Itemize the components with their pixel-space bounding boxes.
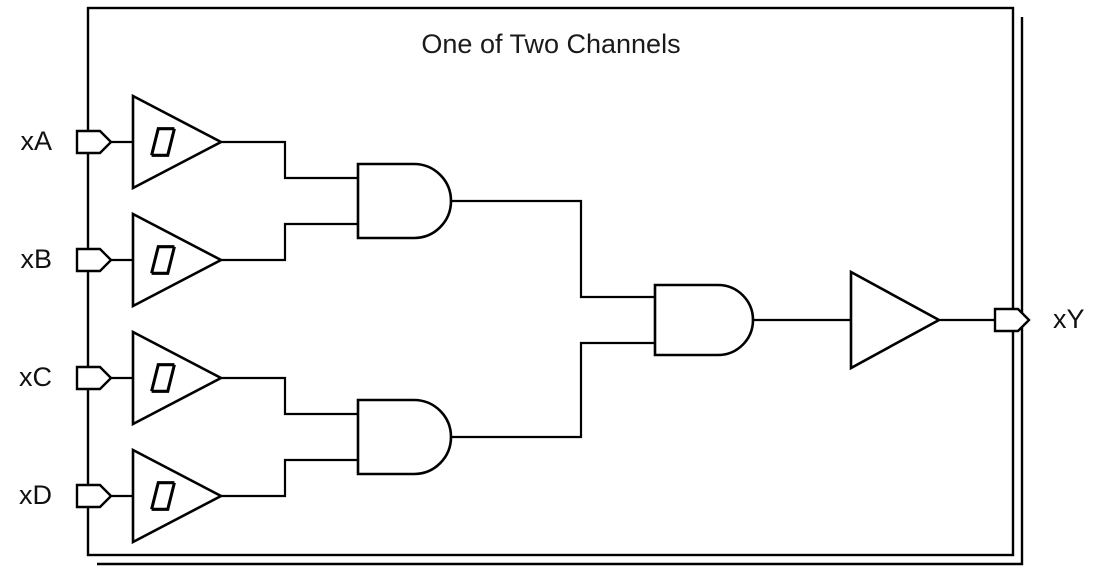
buffer-triangle: [131, 447, 224, 545]
and-gate-cd[interactable]: [356, 398, 453, 476]
schmitt-buffer-d[interactable]: [131, 447, 224, 545]
input-pin-xc[interactable]: xC: [19, 362, 113, 392]
wire-buffer-c-to-and-cd: [219, 376, 360, 416]
input-label-xc: xC: [19, 362, 52, 392]
and-gate-final[interactable]: [653, 283, 755, 357]
and-gate-ab[interactable]: [356, 162, 453, 240]
pin-arrow-icon: [993, 307, 1031, 333]
and-gate-body: [356, 398, 453, 476]
wire-and-cd-to-and-final: [449, 341, 657, 439]
input-pin-xb[interactable]: xB: [20, 244, 113, 274]
diagram-title: One of Two Channels: [421, 29, 680, 59]
package-body: [86, 6, 1015, 557]
buffer-triangle: [131, 329, 224, 427]
wire-buffer-a-to-and-ab: [219, 140, 360, 180]
input-pin-xd[interactable]: xD: [19, 480, 113, 510]
schmitt-buffer-a[interactable]: [131, 93, 224, 191]
pin-arrow-icon: [75, 365, 113, 391]
wire-and-ab-to-and-final: [449, 199, 657, 299]
pin-arrow-icon: [75, 483, 113, 509]
input-pin-xa[interactable]: xA: [20, 126, 113, 156]
output-label-xy: xY: [1053, 304, 1085, 334]
input-label-xd: xD: [19, 480, 52, 510]
and-gate-body: [356, 162, 453, 240]
input-label-xb: xB: [20, 244, 52, 274]
schmitt-buffer-b[interactable]: [131, 211, 224, 309]
input-label-xa: xA: [20, 126, 52, 156]
package-shadow: [97, 17, 1024, 566]
schmitt-buffer-c[interactable]: [131, 329, 224, 427]
wire-buffer-b-to-and-ab: [219, 222, 360, 262]
buffer-triangle: [131, 211, 224, 309]
pin-arrow-icon: [75, 129, 113, 155]
package-outline: [86, 6, 1024, 566]
and-gate-body: [653, 283, 755, 357]
buffer-triangle: [131, 93, 224, 191]
output-pin-xy[interactable]: xY: [993, 304, 1085, 334]
pin-arrow-icon: [75, 247, 113, 273]
wire-buffer-d-to-and-cd: [219, 458, 360, 498]
output-buffer[interactable]: [849, 269, 942, 371]
buffer-triangle: [849, 269, 942, 371]
